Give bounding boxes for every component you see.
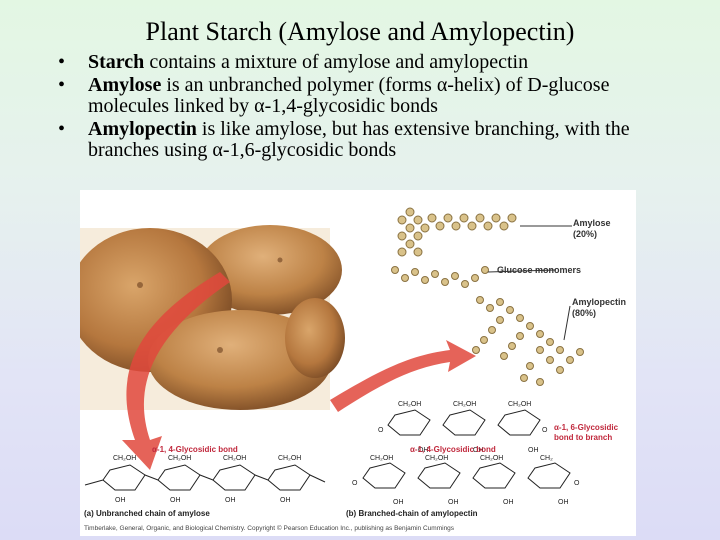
slide-title: Plant Starch (Amylose and Amylopectin) (0, 16, 720, 48)
bond16-label-2: bond to branch (554, 433, 612, 442)
term-amylose: Amylose (88, 74, 161, 96)
svg-text:CH₂OH: CH₂OH (370, 455, 393, 462)
svg-text:CH₂OH: CH₂OH (425, 455, 448, 462)
svg-text:OH: OH (170, 497, 181, 504)
bullet-amylopectin: • Amylopectin is like amylose, but has e… (56, 119, 666, 161)
caption-a: (a) Unbranched chain of amylose (84, 509, 210, 518)
svg-text:CH₂OH: CH₂OH (508, 401, 531, 408)
svg-text:OH: OH (558, 499, 569, 506)
glucose-label: Glucose monomers (497, 265, 581, 275)
svg-text:O: O (542, 427, 548, 434)
starch-figure: Amylose (20%) Glucose monomers Amylopect… (80, 190, 636, 536)
bond14-right-label: α-1, 4-Glycosidic bond (410, 445, 496, 454)
svg-text:CH₂OH: CH₂OH (168, 455, 191, 462)
bond14-left-label: α-1, 4-Glycosidic bond (152, 445, 238, 454)
svg-text:CH₂OH: CH₂OH (223, 455, 246, 462)
svg-text:CH₂OH: CH₂OH (113, 455, 136, 462)
svg-text:OH: OH (503, 499, 514, 506)
potato-photo (80, 225, 345, 410)
svg-text:O: O (574, 480, 580, 487)
caption-b: (b) Branched-chain of amylopectin (346, 509, 478, 518)
amylose-helix (398, 208, 516, 256)
svg-text:CH₂OH: CH₂OH (278, 455, 301, 462)
bullet-amylose: • Amylose is an unbranched polymer (form… (56, 75, 666, 117)
svg-text:CH₂: CH₂ (540, 455, 553, 462)
svg-text:O: O (378, 427, 384, 434)
svg-text:OH: OH (225, 497, 236, 504)
amylopectin-label: Amylopectin (572, 297, 626, 307)
amylose-pct: (20%) (573, 229, 597, 239)
svg-text:CH₂OH: CH₂OH (398, 401, 421, 408)
term-amylopectin: Amylopectin (88, 118, 197, 140)
bond16-label: α-1, 6-Glycosidic (554, 423, 619, 432)
bullet-starch: • Starch contains a mixture of amylose a… (56, 52, 666, 73)
svg-text:CH₂OH: CH₂OH (480, 455, 503, 462)
svg-text:OH: OH (448, 499, 459, 506)
bullet-list: • Starch contains a mixture of amylose a… (56, 52, 666, 163)
svg-text:O: O (352, 480, 358, 487)
svg-text:CH₂OH: CH₂OH (453, 401, 476, 408)
credit-line: Timberlake, General, Organic, and Biolog… (84, 524, 455, 532)
svg-text:OH: OH (115, 497, 126, 504)
amylose-label: Amylose (573, 218, 611, 228)
svg-text:OH: OH (528, 447, 539, 454)
amylopectin-branches (473, 297, 584, 386)
svg-text:OH: OH (393, 499, 404, 506)
glucose-chain (392, 267, 489, 288)
svg-text:OH: OH (280, 497, 291, 504)
amylose-structure (85, 465, 325, 490)
amylopectin-pct: (80%) (572, 308, 596, 318)
term-starch: Starch (88, 51, 144, 73)
